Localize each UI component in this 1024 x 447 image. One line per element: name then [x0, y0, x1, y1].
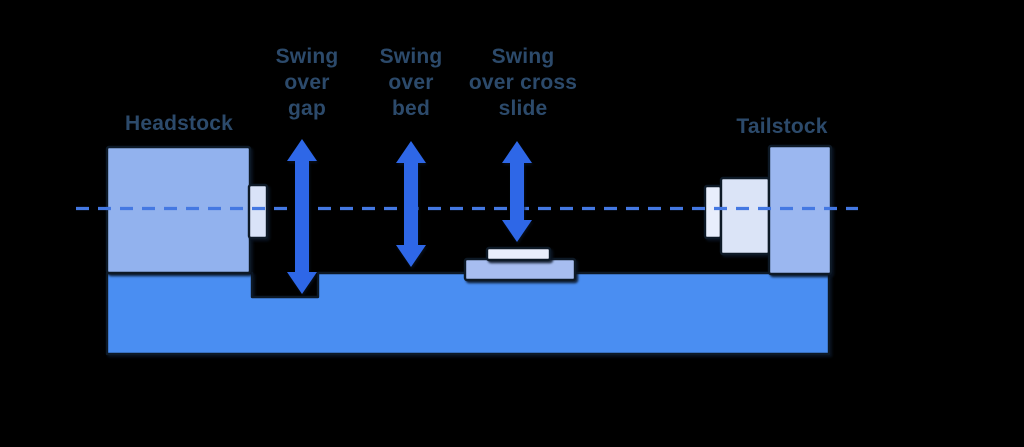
tailstock-quill [719, 176, 771, 256]
swing-over-bed-arrow [396, 141, 426, 267]
tailstock-quill-tip [703, 184, 723, 240]
swing-over-cross-slide-arrow [502, 141, 532, 242]
carriage-saddle [463, 257, 577, 282]
tailstock-block [767, 144, 833, 276]
tailstock-label: Tailstock [736, 115, 828, 138]
swing-over-bed-label: Swing over bed [379, 45, 443, 120]
swing-over-gap-label: Swing over gap [275, 45, 339, 120]
swing-over-cross-slide-label: Swing over cross slide [468, 45, 578, 120]
cross-slide-plate [485, 246, 552, 262]
spindle-nose [247, 183, 269, 240]
swing-over-gap-arrow [287, 139, 317, 294]
headstock-label: Headstock [124, 112, 234, 135]
lathe-bed-shape [105, 271, 831, 356]
